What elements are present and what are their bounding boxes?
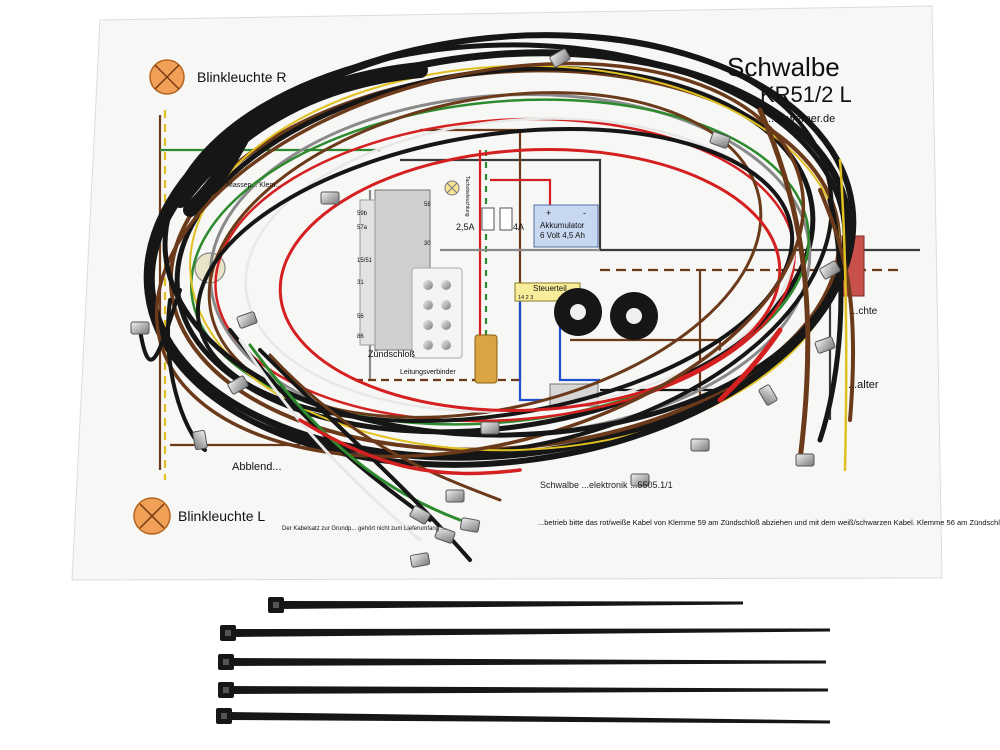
harness-wire xyxy=(268,353,502,502)
harness-wire xyxy=(238,338,422,542)
spade-terminal xyxy=(480,421,500,435)
terminal-labels: 59b 57a 15/51 31 56 86 58 30 xyxy=(357,202,431,340)
brass-connector xyxy=(474,334,498,384)
harness-wire xyxy=(757,107,811,463)
spade-terminal xyxy=(459,517,481,533)
steuerteil-pins: 14 2 3 xyxy=(518,295,533,301)
spade-terminal xyxy=(814,336,836,354)
wire-loop xyxy=(207,91,763,419)
fuse-2-label: 4A xyxy=(513,222,524,232)
wire-loop xyxy=(154,61,806,459)
terminal-label: 59b xyxy=(357,211,368,217)
spade-terminal xyxy=(130,321,150,335)
masse-label: Massep... Klem... xyxy=(227,182,281,189)
note-left: Der Kabelsatz zur Grundp... gehört nicht… xyxy=(282,526,446,532)
cable-tie xyxy=(268,597,743,613)
cable-ties xyxy=(216,597,830,724)
spade-terminal xyxy=(227,375,249,395)
terminal-label: 30 xyxy=(424,241,431,247)
schalter-label: ...alter xyxy=(848,379,879,391)
spade-terminal xyxy=(795,453,815,467)
lamp-left-icon xyxy=(133,497,171,535)
spade-terminal xyxy=(434,526,456,544)
tacho-lamp-icon xyxy=(444,180,460,196)
terminal-label: 56 xyxy=(357,314,364,320)
wire-loop xyxy=(195,126,795,424)
terminal-label: 15/51 xyxy=(357,258,373,264)
battery-title: Akkumulator xyxy=(540,221,585,230)
rubber-grommet-2 xyxy=(610,292,658,340)
wire-loop xyxy=(189,98,811,426)
battery-box xyxy=(533,204,599,248)
cable-tie xyxy=(216,708,830,724)
spade-terminal xyxy=(549,48,571,68)
wire-loop xyxy=(147,49,853,461)
diagram-model: KR51/2 L xyxy=(760,82,852,107)
cable-tie xyxy=(220,625,830,641)
wire-harness xyxy=(138,32,857,562)
spade-terminal xyxy=(409,552,431,568)
steuerteil-label: Steuerteil xyxy=(533,284,567,293)
diagram-title: Schwalbe xyxy=(727,52,840,82)
harness-wire xyxy=(298,418,522,476)
leitungsverbinder-label: Leitungsverbinder xyxy=(400,369,456,376)
harness-sleeve xyxy=(183,118,257,217)
harness-wire xyxy=(248,343,462,522)
fuse-1-label: 2,5A xyxy=(456,222,475,232)
wire-loop xyxy=(143,32,857,468)
battery-plus: + xyxy=(546,208,551,218)
harness-wire xyxy=(818,188,856,422)
note-right: ...betrieb bitte das rot/weiße Kabel von… xyxy=(538,518,1000,527)
abblend-label: Abblend... xyxy=(232,461,282,473)
battery-spec: 6 Volt 4,5 Ah xyxy=(540,231,585,240)
spade-terminal xyxy=(819,260,841,280)
spade-terminal xyxy=(409,505,431,525)
lamp-left-label: Blinkleuchte L xyxy=(178,508,265,524)
battery-minus: - xyxy=(583,208,586,218)
terminal-label: 86 xyxy=(357,334,364,340)
spade-terminals xyxy=(130,48,841,568)
diagram-website: ...d-werner.de xyxy=(768,113,835,125)
fuse-holder xyxy=(481,207,513,231)
harness-wire xyxy=(717,327,783,403)
spade-terminal xyxy=(709,131,731,149)
cable-tie xyxy=(218,654,826,670)
cable-tie xyxy=(218,682,828,698)
harness-sleeve xyxy=(172,62,428,208)
spade-terminal xyxy=(758,384,778,406)
zuendschloss-label: Zündschloß xyxy=(368,349,416,359)
rubber-grommet-1 xyxy=(554,288,602,336)
harness-wire xyxy=(838,158,848,472)
wire-loop xyxy=(278,148,782,412)
harness-wire xyxy=(138,288,182,362)
spade-terminal xyxy=(320,191,340,205)
spade-terminal xyxy=(630,473,650,487)
elektronik-label: Schwalbe ...elektronik ...5505.1/1 xyxy=(540,480,673,490)
terminal-label: 57a xyxy=(357,225,368,231)
lamp-right-icon xyxy=(149,59,185,95)
rechte-label: ...chte xyxy=(850,306,878,317)
spade-terminal xyxy=(236,311,258,329)
terminal-label: 58 xyxy=(424,202,431,208)
spade-terminal xyxy=(192,429,208,451)
tacho-label: Tachobeleuchtung xyxy=(464,176,470,217)
terminal-label: 31 xyxy=(357,280,364,286)
spade-terminal xyxy=(690,438,710,452)
wire-connector-block xyxy=(411,267,463,359)
spade-terminal xyxy=(445,489,465,503)
lamp-right-label: Blinkleuchte R xyxy=(197,69,287,85)
